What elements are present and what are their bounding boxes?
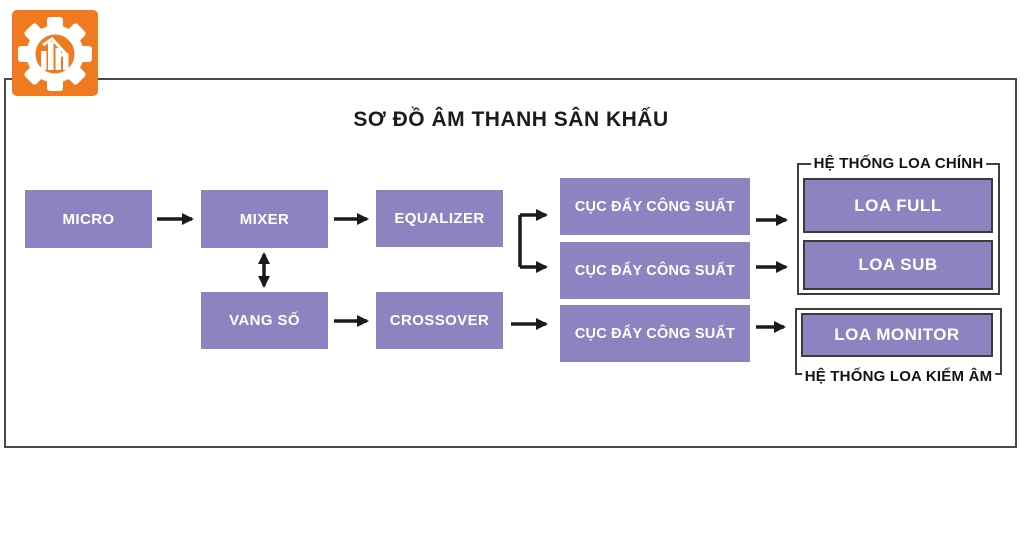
node-loa-full: LOA FULL xyxy=(803,178,993,233)
group-monitor-speakers-label: HỆ THỐNG LOA KIỂM ÂM xyxy=(801,368,996,385)
node-power-amp-2: CỤC ĐẨY CÔNG SUẤT xyxy=(560,242,750,299)
node-loa-sub: LOA SUB xyxy=(803,240,993,290)
node-crossover: CROSSOVER xyxy=(376,292,503,349)
brand-logo xyxy=(12,10,98,96)
node-micro: MICRO xyxy=(25,190,152,248)
group-main-speakers-label: HỆ THỐNG LOA CHÍNH xyxy=(810,155,987,172)
node-equalizer: EQUALIZER xyxy=(376,190,503,247)
gear-bar-chart-icon xyxy=(18,17,92,91)
group-main-speakers: HỆ THỐNG LOA CHÍNH LOA FULL LOA SUB xyxy=(797,155,1000,295)
group-monitor-speakers: HỆ THỐNG LOA KIỂM ÂM LOA MONITOR xyxy=(795,308,1002,385)
node-mixer: MIXER xyxy=(201,190,328,248)
node-loa-monitor: LOA MONITOR xyxy=(801,313,993,357)
node-power-amp-1: CỤC ĐẨY CÔNG SUẤT xyxy=(560,178,750,235)
node-vang-so: VANG SỐ xyxy=(201,292,328,349)
node-power-amp-3: CỤC ĐẨY CÔNG SUẤT xyxy=(560,305,750,362)
diagram-title: SƠ ĐỒ ÂM THANH SÂN KHẤU xyxy=(353,108,669,131)
